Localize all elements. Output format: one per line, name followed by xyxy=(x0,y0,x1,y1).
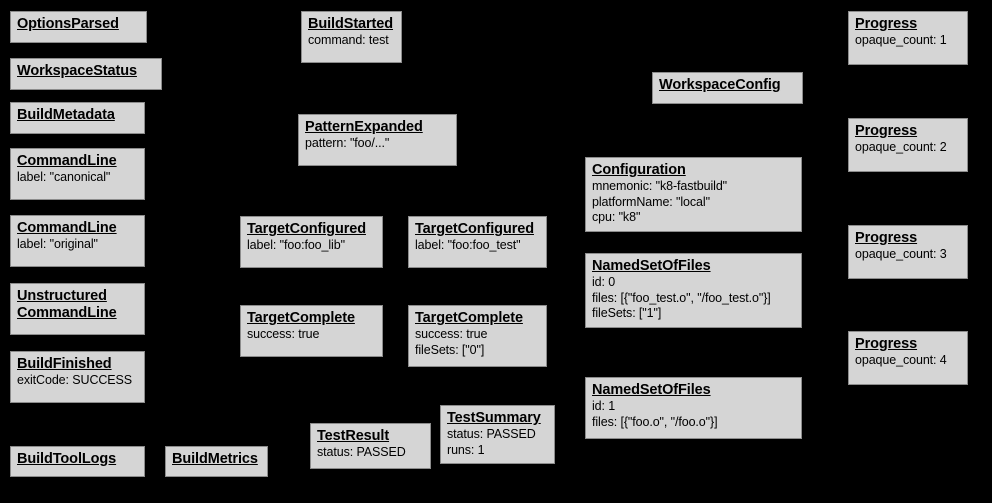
event-node-field: files: [{"foo.o", "/foo.o"}] xyxy=(592,414,718,429)
event-node-title: NamedSetOfFiles xyxy=(592,382,711,398)
event-node-fields: label: "canonical" xyxy=(17,170,138,186)
event-node-title: TargetConfigured xyxy=(247,221,366,237)
event-node-fields: opaque_count: 3 xyxy=(855,247,961,263)
event-node-title: Progress xyxy=(855,16,918,32)
event-node-title: PatternExpanded xyxy=(305,119,423,135)
event-node-field: label: "foo:foo_test" xyxy=(415,238,521,252)
event-node-field: id: 0 xyxy=(592,275,616,289)
event-node-workspace-status[interactable]: WorkspaceStatus xyxy=(10,58,162,90)
event-node-title: Progress xyxy=(855,123,918,139)
event-node-title: WorkspaceStatus xyxy=(17,63,137,79)
event-node-field: fileSets: ["1"] xyxy=(592,306,662,320)
event-node-title: TargetComplete xyxy=(247,310,355,326)
event-node-field: opaque_count: 2 xyxy=(855,140,947,154)
event-node-field: platformName: "local" xyxy=(592,194,710,209)
event-node-title: BuildMetadata xyxy=(17,107,115,123)
event-node-fields: label: "foo:foo_lib" xyxy=(247,238,376,254)
event-node-title: Configuration xyxy=(592,162,686,178)
event-node-title: Progress xyxy=(855,230,918,246)
event-node-field: label: "canonical" xyxy=(17,170,111,184)
event-node-fields: opaque_count: 1 xyxy=(855,33,961,49)
event-node-title: BuildToolLogs xyxy=(17,451,117,467)
event-node-field: status: PASSED xyxy=(317,445,406,459)
event-node-field: label: "original" xyxy=(17,237,98,251)
event-node-fields: mnemonic: "k8-fastbuild"platformName: "l… xyxy=(592,179,795,226)
event-node-unstructured-command-line[interactable]: Unstructured CommandLine xyxy=(10,283,145,335)
event-node-field: success: true xyxy=(247,327,320,341)
event-node-field: command: test xyxy=(308,33,389,47)
event-node-fields: command: test xyxy=(308,33,395,49)
event-node-title: NamedSetOfFiles xyxy=(592,258,711,274)
event-node-title: CommandLine xyxy=(17,153,117,169)
event-node-field: pattern: "foo/..." xyxy=(305,136,390,150)
event-node-title: TestResult xyxy=(317,428,390,444)
event-node-fields: label: "foo:foo_test" xyxy=(415,238,540,254)
event-node-field: fileSets: ["0"] xyxy=(415,342,485,357)
event-node-title: BuildFinished xyxy=(17,356,112,372)
event-node-build-metadata[interactable]: BuildMetadata xyxy=(10,102,145,134)
event-node-title: TargetConfigured xyxy=(415,221,534,237)
event-node-field: cpu: "k8" xyxy=(592,210,641,224)
event-node-fields: status: PASSED xyxy=(317,445,424,461)
event-node-field: opaque_count: 1 xyxy=(855,33,947,47)
event-node-fields: opaque_count: 4 xyxy=(855,353,961,369)
event-node-field: id: 1 xyxy=(592,399,616,413)
event-node-title: BuildStarted xyxy=(308,16,394,32)
event-node-field: opaque_count: 3 xyxy=(855,247,947,261)
event-node-field: opaque_count: 4 xyxy=(855,353,947,367)
event-node-field: success: true xyxy=(415,327,488,341)
event-node-fields: exitCode: SUCCESS xyxy=(17,373,138,389)
event-node-title: CommandLine xyxy=(17,220,117,236)
event-node-workspace-config[interactable]: WorkspaceConfig xyxy=(652,72,803,104)
event-node-title: Progress xyxy=(855,336,918,352)
event-node-field: runs: 1 xyxy=(447,442,485,457)
event-node-fields: opaque_count: 2 xyxy=(855,140,961,156)
event-node-fields: success: true xyxy=(247,327,376,343)
event-node-build-metrics[interactable]: BuildMetrics xyxy=(165,446,268,477)
event-node-field: mnemonic: "k8-fastbuild" xyxy=(592,179,728,193)
event-node-build-tool-logs[interactable]: BuildToolLogs xyxy=(10,446,145,477)
event-node-title: TestSummary xyxy=(447,410,541,426)
event-node-title: WorkspaceConfig xyxy=(659,77,781,93)
event-node-title: OptionsParsed xyxy=(17,16,119,32)
event-node-options-parsed[interactable]: OptionsParsed xyxy=(10,11,147,43)
event-node-title: BuildMetrics xyxy=(172,451,258,467)
event-node-field: files: [{"foo_test.o", "/foo_test.o"}] xyxy=(592,290,771,305)
event-node-field: status: PASSED xyxy=(447,427,536,441)
event-node-fields: pattern: "foo/..." xyxy=(305,136,450,152)
event-node-fields: label: "original" xyxy=(17,237,138,253)
event-node-title: Unstructured CommandLine xyxy=(17,288,117,321)
event-node-field: label: "foo:foo_lib" xyxy=(247,238,345,252)
event-node-title: TargetComplete xyxy=(415,310,523,326)
event-node-field: exitCode: SUCCESS xyxy=(17,373,133,387)
